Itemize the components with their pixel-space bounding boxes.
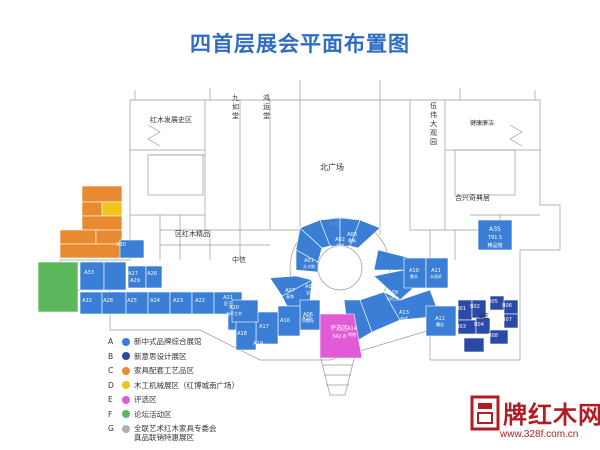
scale-label: 5.0 bbox=[330, 222, 338, 228]
logo-text: 牌红木网 bbox=[503, 400, 600, 429]
booth-b区: B区 bbox=[479, 313, 489, 320]
legend-swatch-icon bbox=[122, 381, 130, 389]
booth-a30: A30 bbox=[116, 242, 126, 248]
booth-a22: A22 bbox=[195, 298, 205, 304]
booth-b06: B06 bbox=[502, 303, 512, 309]
legend-swatch-icon bbox=[122, 352, 130, 360]
a35-sub: 精品馆 bbox=[487, 242, 502, 249]
legend-code: E bbox=[108, 395, 113, 404]
booth-a16: A16 bbox=[280, 318, 290, 324]
legend-swatch-icon bbox=[122, 337, 130, 346]
brand-logo: 牌红木网 www.328f.com.cn bbox=[470, 392, 600, 447]
zone-a-arc bbox=[119, 217, 457, 351]
booth-a19: A19 bbox=[253, 341, 263, 347]
legend-item: B 新意思设计展区 bbox=[108, 352, 348, 361]
legend-code: D bbox=[108, 380, 114, 390]
label-zhongxin: 中信 bbox=[232, 255, 246, 264]
booth-a33: A33 bbox=[84, 270, 94, 276]
legend-code: C bbox=[108, 366, 114, 375]
booth-a23: A23 bbox=[173, 298, 183, 304]
legend-swatch-icon bbox=[122, 410, 130, 418]
page-title: 四首层展会平面布置图 bbox=[190, 32, 410, 56]
a35-code: A35 bbox=[489, 226, 501, 233]
booth-a29: A29 bbox=[130, 278, 140, 284]
legend-item: D 木工机械展区（红博城南广场） bbox=[108, 381, 348, 390]
legend-code: G bbox=[108, 424, 114, 433]
booth-a28: A28 bbox=[103, 298, 113, 304]
booth-a26: A26 bbox=[147, 271, 157, 277]
pingxuan-label: 评选区 bbox=[330, 324, 348, 332]
legend-label: 评选区 bbox=[134, 395, 157, 404]
booth-b01: B01 bbox=[456, 306, 466, 312]
booth-a24: A24 bbox=[150, 298, 160, 304]
booth-b07: B07 bbox=[502, 317, 512, 323]
zone-b-navy bbox=[457, 295, 519, 353]
booth-a27: A27 bbox=[128, 271, 138, 277]
label-north-plaza: 北广场 bbox=[320, 162, 344, 172]
legend-code: A bbox=[108, 337, 114, 346]
legend-code: F bbox=[108, 409, 113, 419]
booth-a18: A18 bbox=[237, 331, 247, 337]
label-history: 红木发展史区 bbox=[150, 115, 192, 124]
legend: A 新中式品牌综合展馆 B 新意思设计展区 C 家具配套工艺品区 D 木工机械展区（红博城南广… bbox=[108, 337, 348, 448]
pingxuan-area: 342.8 bbox=[332, 334, 346, 340]
label-jiuru: 九如堂 bbox=[232, 93, 239, 120]
legend-swatch-icon bbox=[122, 366, 130, 375]
booth-a32: A32 bbox=[82, 298, 92, 304]
label-jiankang: 健康廉洁 bbox=[470, 119, 494, 127]
booth-b02: B02 bbox=[470, 304, 480, 310]
label-exhibit: 区红木精品 bbox=[175, 229, 210, 238]
legend-swatch-icon bbox=[122, 395, 130, 404]
legend-label: 木工机械展区（红博城南广场） bbox=[134, 380, 239, 390]
booth-b05: B05 bbox=[488, 299, 498, 305]
logo-mark-icon bbox=[470, 395, 500, 431]
legend-label: 新中式品牌综合展馆 bbox=[134, 337, 202, 346]
label-wuwei: 伍伟大观园 bbox=[430, 101, 437, 146]
legend-label: 新意思设计展区 bbox=[134, 351, 187, 361]
legend-code: B bbox=[108, 351, 114, 361]
legend-item: F 论坛活动区 bbox=[108, 410, 348, 419]
label-hongyun: 鸿运堂 bbox=[263, 93, 270, 120]
booth-a35 bbox=[477, 219, 513, 251]
logo-url: www.328f.com.cn bbox=[500, 429, 579, 440]
zone-e-pingxuan bbox=[319, 313, 363, 359]
legend-swatch-icon bbox=[122, 424, 130, 433]
booth-a25: A25 bbox=[127, 298, 137, 304]
legend-label: 家具配套工艺品区 bbox=[134, 366, 194, 375]
legend-label: 论坛活动区 bbox=[134, 409, 172, 419]
legend-item: G 全联艺术红木家具专委会真品联销特惠展区 bbox=[108, 424, 348, 442]
legend-item: A 新中式品牌综合展馆 bbox=[108, 337, 348, 346]
legend-label: 全联艺术红木家具专委会真品联销特惠展区 bbox=[134, 424, 217, 442]
booth-a15: A15 bbox=[302, 316, 312, 322]
legend-item: C 家具配套工艺品区 bbox=[108, 366, 348, 375]
booth-b04: B04 bbox=[474, 322, 484, 328]
a35-area: 791.5 bbox=[488, 235, 502, 241]
zone-f-green bbox=[37, 261, 79, 313]
booth-b08: B08 bbox=[488, 333, 498, 339]
zone-c-orange bbox=[59, 185, 123, 259]
booth-a17: A17 bbox=[259, 324, 269, 330]
legend-item: E 评选区 bbox=[108, 395, 348, 404]
booth-b03: B03 bbox=[456, 324, 466, 330]
label-hexing: 合兴奇典居 bbox=[455, 193, 490, 202]
booth-a34: A34 bbox=[471, 278, 481, 284]
